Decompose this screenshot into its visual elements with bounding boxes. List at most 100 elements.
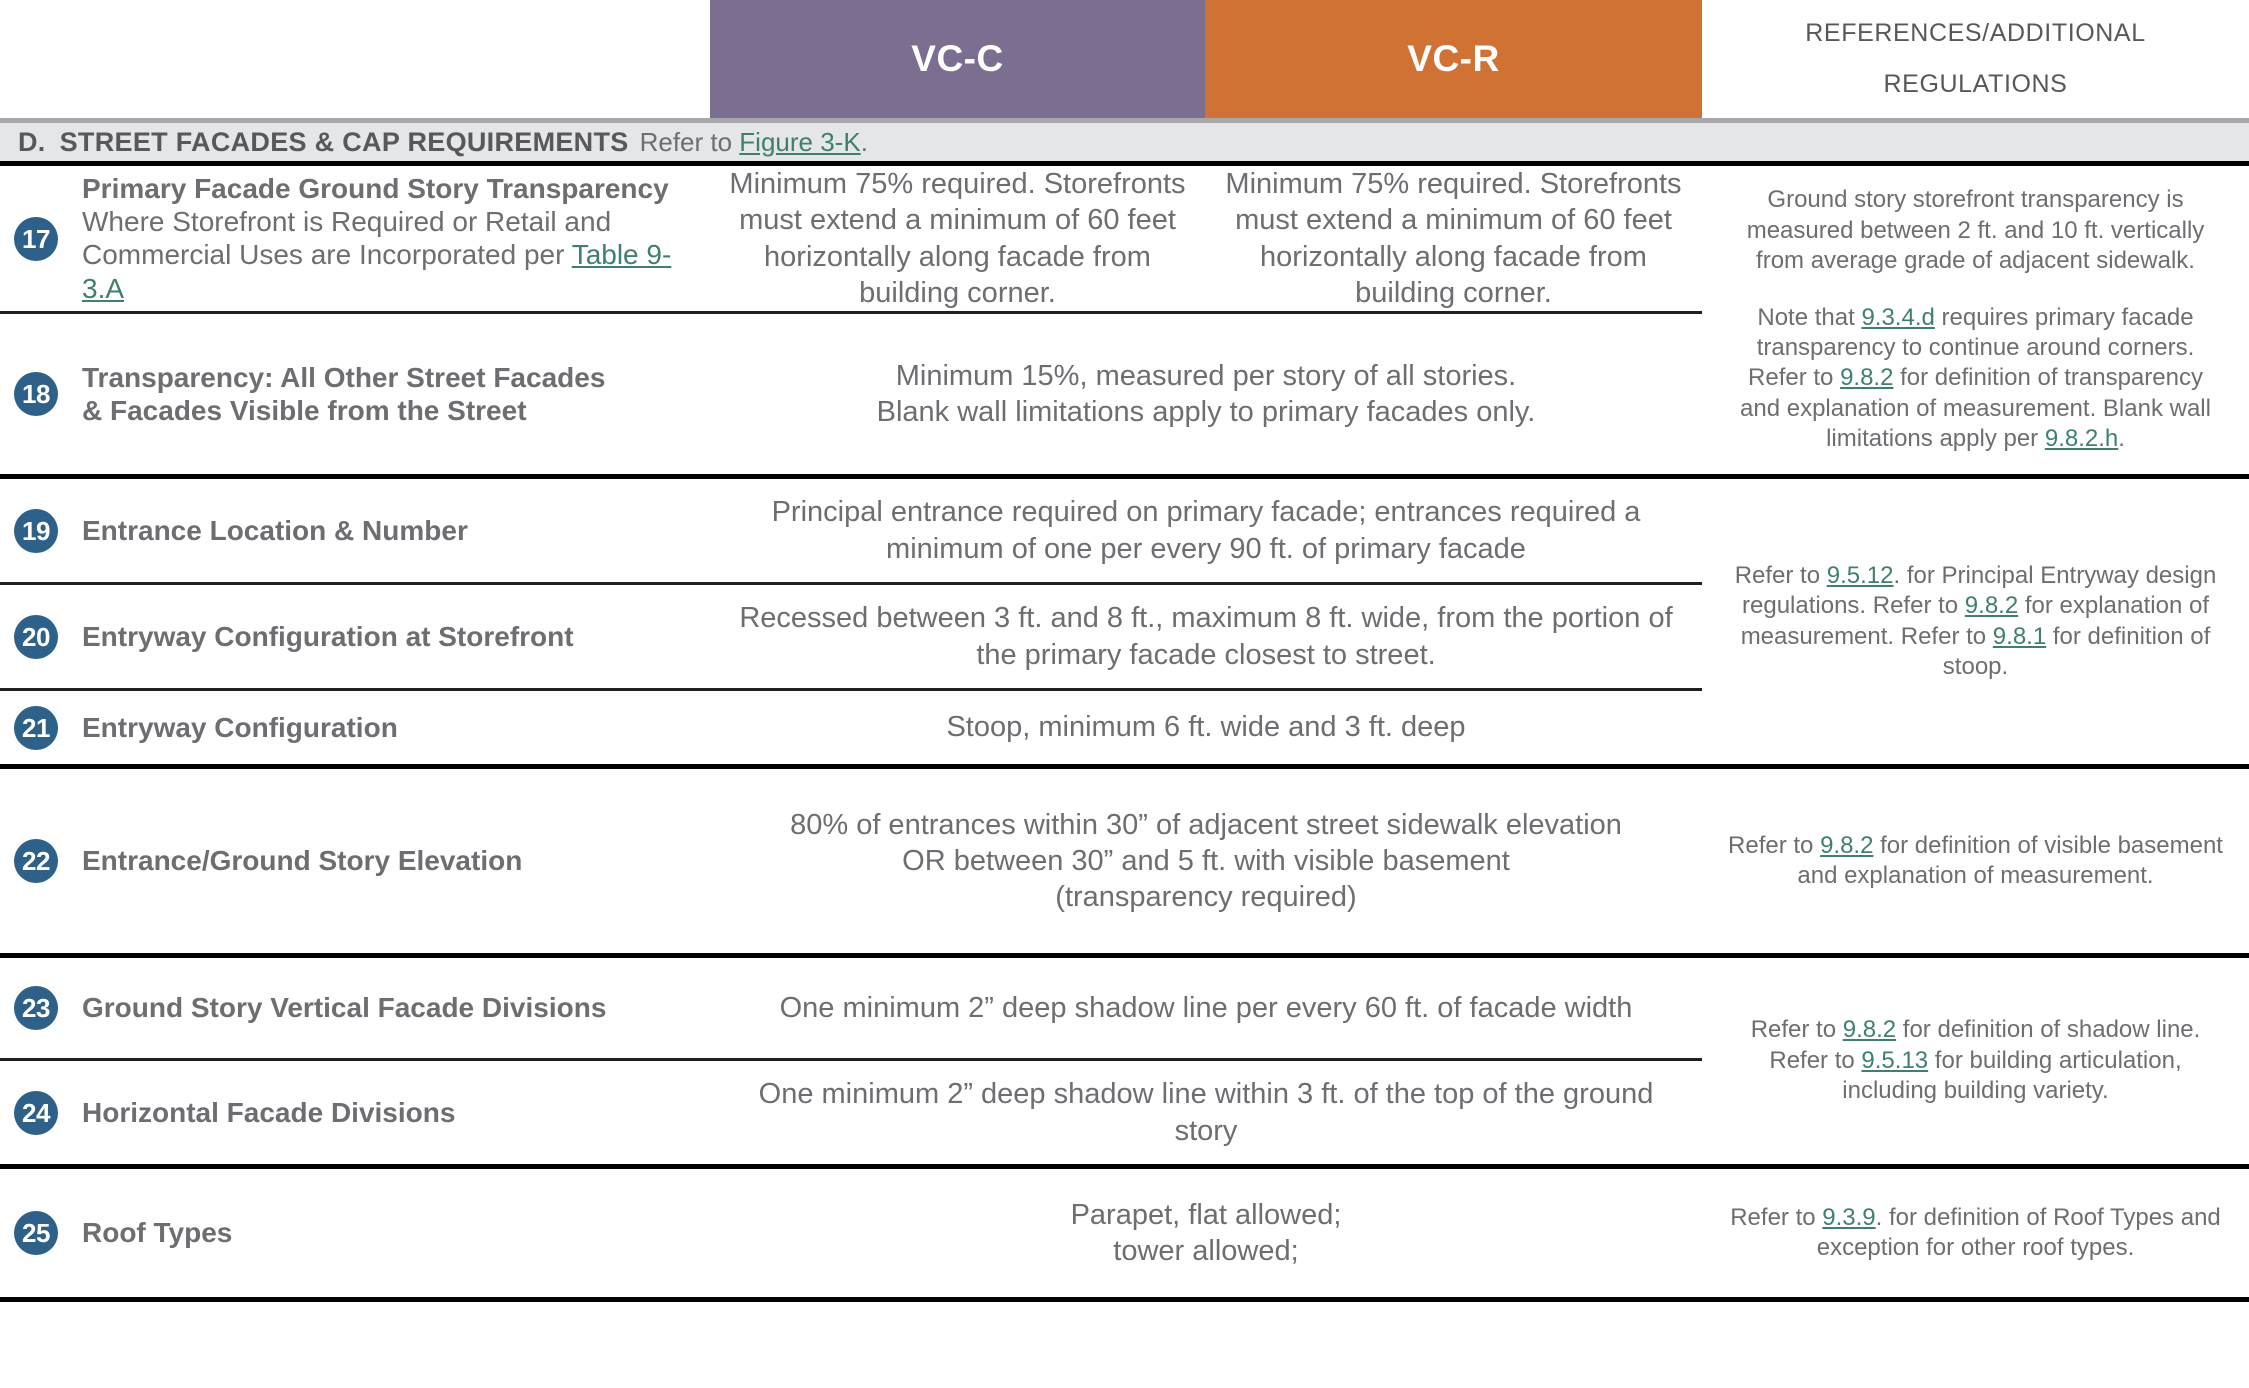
row-number-23: 23 [0, 958, 72, 1058]
row-17-value-vc-r: Minimum 75% required. Storefronts must e… [1205, 166, 1702, 311]
row-divider [0, 764, 2249, 769]
column-header-references: REFERENCES/ADDITIONAL REGULATIONS [1702, 0, 2249, 118]
reference-link[interactable]: 9.5.13 [1861, 1046, 1929, 1074]
reference-text: for definition of shadow line. Refer to [1769, 1016, 2201, 1074]
row-number-22: 22 [0, 769, 72, 953]
reference-text: for definition of transparency and expla… [1740, 364, 2211, 453]
row-divider [0, 688, 1702, 691]
value-text: Stoop, minimum 6 ft. wide and 3 ft. deep [946, 711, 1466, 744]
row-divider [0, 1058, 1702, 1061]
section-note: Refer to Figure 3-K. [640, 127, 868, 158]
section-note-link[interactable]: Figure 3-K [739, 126, 861, 157]
reference-text: for definition of stoop. [1942, 622, 2211, 680]
reference-link[interactable]: 9.8.2 [1820, 831, 1874, 859]
row-label-subtitle-link[interactable]: Table 9-3.A [82, 239, 672, 304]
row-divider [0, 474, 2249, 479]
reference-text: Refer to [1734, 561, 1827, 589]
table-bottom-border [0, 1297, 2249, 1302]
row-23-value-both: One minimum 2” deep shadow line per ever… [710, 958, 1702, 1058]
table-row: 23 Ground Story Vertical Facade Division… [0, 958, 1702, 1058]
row-number-17: 17 [0, 166, 72, 311]
row-number-24: 24 [0, 1061, 72, 1164]
value-text: 80% of entrances within 30” of adjacent … [790, 808, 1622, 914]
row-25-references: Refer to 9.3.9. for definition of Roof T… [1702, 1169, 2249, 1297]
reference-paragraph: Refer to 9.8.2 for definition of shadow … [1728, 1015, 2223, 1106]
section-header-bar: D. STREET FACADES & CAP REQUIREMENTS Ref… [0, 118, 2249, 166]
value-text: Minimum 15%, measured per story of all s… [876, 359, 1536, 428]
reference-link[interactable]: 9.8.1 [1992, 622, 2047, 650]
row-label-17: Primary Facade Ground Story Transparency… [72, 166, 710, 311]
table-row: 24 Horizontal Facade Divisions One minim… [0, 1061, 1702, 1164]
reference-paragraph: Refer to 9.3.9. for definition of Roof T… [1728, 1203, 2223, 1264]
row-label-22: Entrance/Ground Story Elevation [72, 769, 710, 953]
row-group-23-24: 23 Ground Story Vertical Facade Division… [0, 958, 2249, 1164]
reference-link[interactable]: 9.5.12 [1826, 561, 1894, 589]
reference-text: for explanation of measurement. Refer to [1740, 592, 2209, 650]
reference-text: for definition of visible basement and e… [1797, 831, 2223, 889]
reference-text: . for definition of Roof Types and excep… [1816, 1203, 2221, 1261]
section-letter: D. [18, 126, 46, 157]
section-note-suffix: . [860, 126, 868, 157]
reference-link[interactable]: 9.3.9 [1822, 1203, 1876, 1231]
table-row: 20 Entryway Configuration at Storefront … [0, 585, 1702, 688]
row-17-value-vc-c: Minimum 75% required. Storefronts must e… [710, 166, 1205, 311]
row-number-21: 21 [0, 691, 72, 764]
row-badge: 20 [14, 614, 58, 659]
row-badge: 23 [14, 986, 58, 1030]
row-divider [0, 953, 2249, 958]
table-row: 18 Transparency: All Other Street Facade… [0, 314, 1702, 474]
row-label-title: Entrance/Ground Story Elevation [82, 845, 523, 877]
reference-text: for building articulation, including bui… [1842, 1046, 2182, 1105]
reference-text: requires primary facade transparency to … [1748, 303, 2195, 392]
row-badge: 24 [14, 1090, 58, 1135]
reference-link[interactable]: 9.8.2 [1964, 592, 2019, 620]
row-badge: 25 [14, 1211, 58, 1255]
row-label-title: Roof Types [82, 1217, 233, 1249]
table-row: 21 Entryway Configuration Stoop, minimum… [0, 691, 1702, 764]
references-title-line-2: REGULATIONS [1883, 70, 2068, 98]
row-label-subtitle-text: Where Storefront is Required or Retail a… [82, 205, 612, 271]
reference-link[interactable]: 9.8.2 [1842, 1016, 1897, 1044]
header-spacer [0, 0, 710, 118]
reference-paragraph: Refer to 9.5.12. for Principal Entryway … [1728, 561, 2223, 683]
row-20-value-both: Recessed between 3 ft. and 8 ft., maximu… [710, 585, 1702, 688]
reference-text: . for Principal Entryway design regulati… [1742, 561, 2217, 620]
row-divider [0, 311, 1702, 314]
row-23-24-references: Refer to 9.8.2 for definition of shadow … [1702, 958, 2249, 1164]
row-label-title: Transparency: All Other Street Facades &… [82, 361, 606, 426]
row-number-19: 19 [0, 479, 72, 582]
row-25-value-both: Parapet, flat allowed; tower allowed; [710, 1169, 1702, 1297]
reference-paragraph: Ground story storefront transparency is … [1746, 186, 2205, 275]
table-row: 22 Entrance/Ground Story Elevation 80% o… [0, 769, 2249, 953]
row-badge: 18 [14, 372, 58, 416]
row-label-title: Entryway Configuration [82, 711, 398, 743]
reference-text: . [2118, 425, 2125, 453]
reference-text: Refer to [1728, 831, 1821, 859]
row-label-23: Ground Story Vertical Facade Divisions [72, 958, 710, 1058]
row-label-title: Primary Facade Ground Story Transparency [82, 172, 669, 204]
row-label-24: Horizontal Facade Divisions [72, 1061, 710, 1164]
row-22-value-both: 80% of entrances within 30” of adjacent … [710, 769, 1702, 953]
row-22-references: Refer to 9.8.2 for definition of visible… [1702, 769, 2249, 953]
row-label-title: Entryway Configuration at Storefront [82, 620, 574, 652]
row-badge: 17 [14, 216, 58, 261]
row-label-21: Entryway Configuration [72, 691, 710, 764]
row-17-18-references: Ground story storefront transparency is … [1702, 166, 2249, 474]
value-text: Principal entrance required on primary f… [771, 496, 1641, 565]
section-note-prefix: Refer to [639, 126, 740, 157]
row-group-17-18: 17 Primary Facade Ground Story Transpare… [0, 166, 2249, 474]
row-19-value-both: Principal entrance required on primary f… [710, 479, 1702, 582]
reference-text: Refer to [1750, 1016, 1843, 1044]
value-text: Parapet, flat allowed; tower allowed; [1070, 1198, 1342, 1267]
reference-link[interactable]: 9.8.2 [1840, 364, 1894, 392]
row-label-title: Entrance Location & Number [82, 514, 468, 546]
reference-link[interactable]: 9.3.4.d [1861, 303, 1935, 331]
value-text: One minimum 2” deep shadow line within 3… [758, 1078, 1654, 1147]
table-row: 17 Primary Facade Ground Story Transpare… [0, 166, 1702, 311]
value-text: Minimum 75% required. Storefronts must e… [729, 168, 1186, 309]
reference-text: Refer to [1730, 1203, 1823, 1231]
row-label-25: Roof Types [72, 1169, 710, 1297]
reference-link[interactable]: 9.8.2.h [2044, 425, 2119, 453]
references-title-line-1: REFERENCES/ADDITIONAL [1805, 19, 2146, 47]
row-label-subtitle: Where Storefront is Required or Retail a… [82, 205, 696, 306]
